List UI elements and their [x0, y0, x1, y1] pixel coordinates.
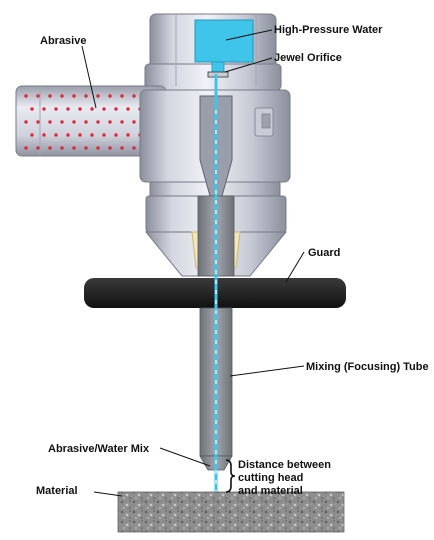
abrasive-particle — [48, 94, 52, 98]
jewel-orifice — [207, 71, 229, 78]
label-distance-line1: Distance between — [238, 459, 331, 471]
abrasive-particle — [24, 120, 28, 124]
abrasive-particle — [60, 146, 64, 150]
abrasive-particle — [72, 94, 76, 98]
abrasive-particle — [84, 120, 88, 124]
leader-lines — [81, 29, 305, 497]
abrasive-particle — [48, 146, 52, 150]
abrasive-particle — [132, 120, 136, 124]
abrasive-particle — [66, 133, 70, 137]
abrasive-particle — [132, 146, 136, 150]
abrasive-particle — [72, 120, 76, 124]
abrasive-particle — [126, 107, 130, 111]
label-mixing-tube: Mixing (Focusing) Tube — [306, 361, 429, 373]
abrasive-particle — [30, 133, 34, 137]
label-distance-line3: and material — [238, 485, 303, 497]
abrasive-particle — [90, 133, 94, 137]
abrasive-particle — [36, 94, 40, 98]
label-guard: Guard — [308, 247, 340, 259]
abrasive-particle — [42, 133, 46, 137]
label-distance-line2: cutting head — [238, 472, 303, 484]
abrasive-particle — [114, 107, 118, 111]
abrasive-particle — [132, 94, 136, 98]
abrasive-particle — [54, 133, 58, 137]
abrasive-particle — [108, 94, 112, 98]
abrasive-particle — [108, 120, 112, 124]
abrasive-particle — [24, 146, 28, 150]
water-chamber — [194, 19, 254, 63]
abrasive-particle — [120, 94, 124, 98]
abrasive-particle — [108, 146, 112, 150]
abrasive-particle — [48, 120, 52, 124]
label-abrasive-water-mix: Abrasive/Water Mix — [48, 443, 150, 455]
label-material: Material — [36, 485, 78, 497]
label-abrasive: Abrasive — [40, 35, 86, 47]
abrasive-particle — [96, 146, 100, 150]
abrasive-particle — [78, 107, 82, 111]
abrasive-particle — [120, 146, 124, 150]
abrasive-particle — [90, 107, 94, 111]
abrasive-particle — [84, 94, 88, 98]
distance-bracket — [225, 459, 236, 493]
abrasive-particle — [72, 146, 76, 150]
abrasive-particle — [36, 146, 40, 150]
abrasive-particle — [30, 107, 34, 111]
abrasive-particle — [60, 120, 64, 124]
abrasive-particle — [114, 133, 118, 137]
abrasive-particle — [54, 107, 58, 111]
abrasive-particle — [120, 120, 124, 124]
label-high-pressure-water: High-Pressure Water — [274, 24, 383, 36]
material-block — [117, 491, 345, 533]
abrasive-particle — [102, 107, 106, 111]
abrasive-particle — [60, 94, 64, 98]
abrasive-particle — [84, 146, 88, 150]
abrasive-particle — [42, 107, 46, 111]
abrasive-particle — [24, 94, 28, 98]
abrasive-particle — [126, 133, 130, 137]
abrasive-particle — [96, 94, 100, 98]
abrasive-particle — [102, 133, 106, 137]
label-jewel-orifice: Jewel Orifice — [274, 52, 342, 64]
abrasive-particle — [66, 107, 70, 111]
abrasive-particle — [36, 120, 40, 124]
abrasive-particle — [96, 120, 100, 124]
abrasive-particle — [78, 133, 82, 137]
